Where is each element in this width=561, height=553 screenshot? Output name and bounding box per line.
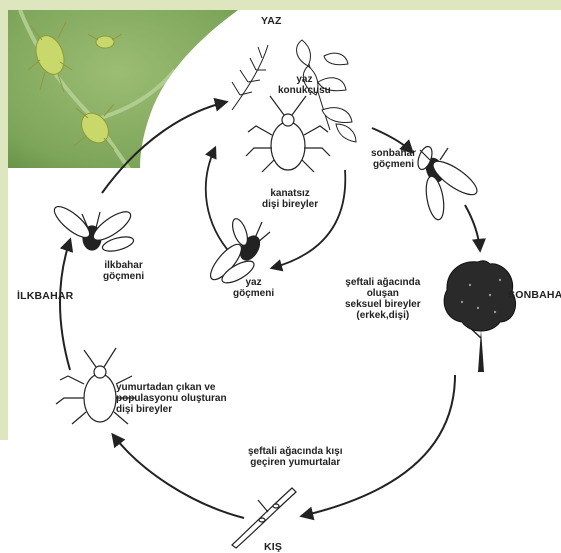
autumn-migrant-aphid-icon <box>415 145 481 221</box>
arrow-autumn-migrant-to-tree <box>465 205 480 250</box>
season-label-summer: YAZ <box>261 16 282 27</box>
summer-host-label: yaz konukçusu <box>278 74 331 96</box>
arrow-females-to-spring-migrant <box>60 240 70 370</box>
wingless-females-label: kanatsız dişi bireyler <box>262 188 318 210</box>
arrow-eggs-to-females <box>113 435 244 518</box>
sexual-individuals-label: şeftali ağacında oluşan seksuel bireyler… <box>345 277 421 321</box>
arrow-inner-loop-right <box>272 170 345 268</box>
season-label-spring: İLKBAHAR <box>17 291 73 302</box>
arrow-inner-loop-left <box>206 148 232 255</box>
side-panel-left <box>0 0 8 440</box>
season-label-winter: KIŞ <box>264 542 282 553</box>
summer-migrant-label: yaz göçmeni <box>233 277 274 299</box>
spring-migrant-aphid-icon <box>50 202 135 254</box>
autumn-migrant-label: sonbahar göçmeni <box>371 148 416 170</box>
spring-migrant-label: ilkbahar göçmeni <box>103 260 144 282</box>
overwintering-eggs-label: şeftali ağacında kışı geçiren yumurtalar <box>248 446 343 468</box>
aphid-photo <box>0 0 260 180</box>
wingless-aphid-icon <box>246 96 330 172</box>
peach-tree-icon <box>444 261 515 372</box>
hatching-females-label: yumurtadan çıkan ve populasyonu oluştura… <box>116 382 227 415</box>
season-label-autumn: SONBAHAR <box>508 290 561 301</box>
side-panel-top <box>0 0 561 10</box>
